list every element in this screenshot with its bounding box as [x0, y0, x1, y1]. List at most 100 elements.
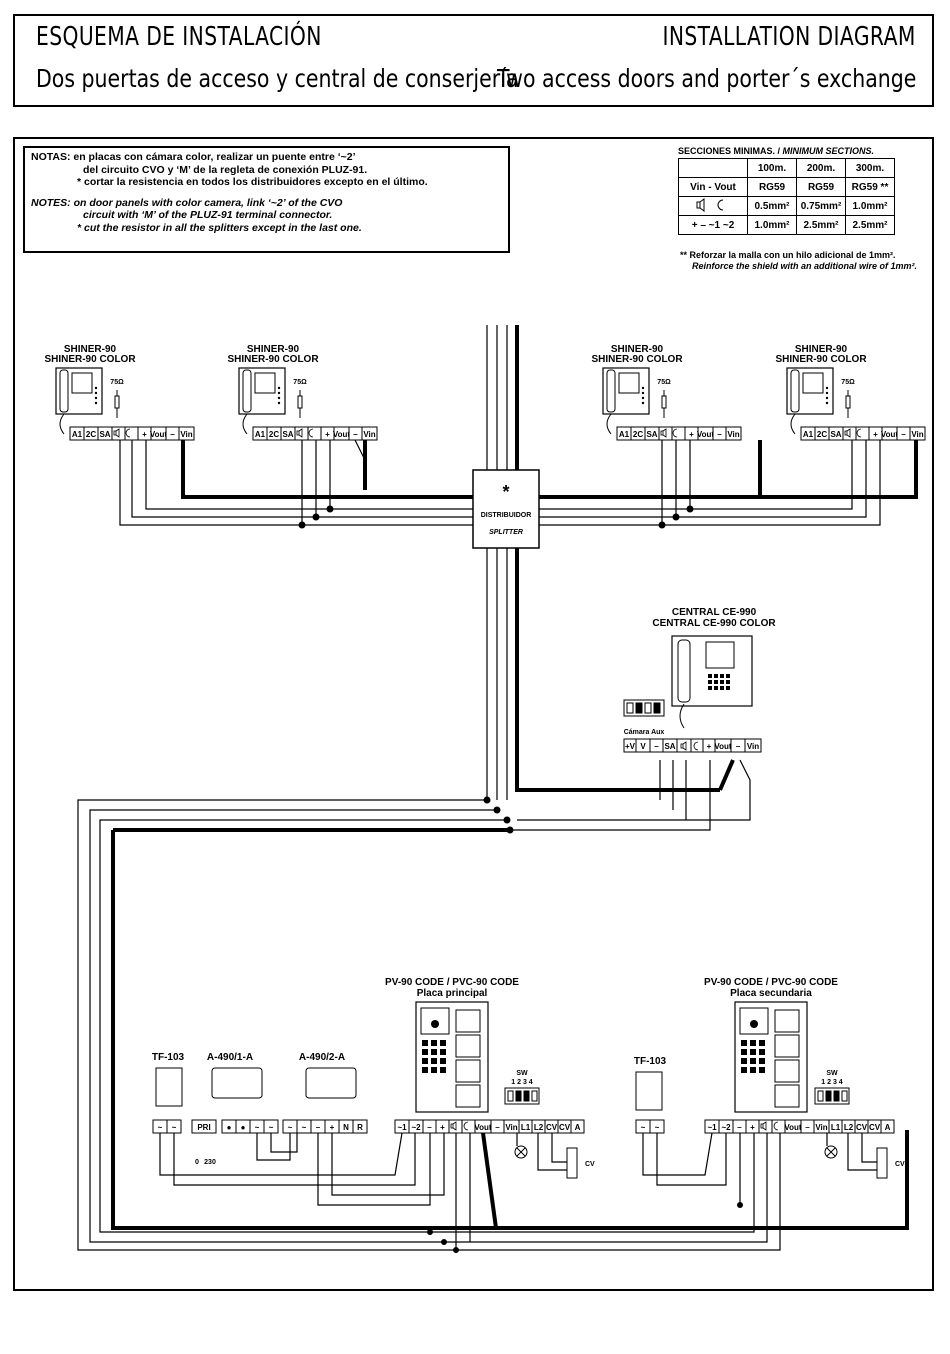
notes-es-3: * cortar la resistencia en todos los dis…: [77, 176, 428, 188]
resistor-symbol: [297, 395, 303, 409]
panel-wire: [89, 809, 768, 1243]
subtitle-es: Dos puertas de acceso y central de conse…: [36, 64, 519, 93]
table-row: + – ~1 ~2 1.0mm² 2.5mm² 2.5mm²: [678, 215, 895, 235]
monitor-button: [277, 386, 281, 390]
terminal-label: –: [427, 1123, 432, 1132]
a490-2-label: A-490/2-A: [299, 1052, 345, 1063]
speaker-cone: [115, 428, 120, 438]
terminal-label: Vin: [727, 430, 739, 439]
header-frame: [13, 14, 934, 107]
monitor-button: [277, 401, 281, 405]
speaker-cone: [662, 428, 667, 438]
tf103-terminals-right: ~~: [635, 1119, 665, 1134]
terminal-label: SA: [99, 430, 110, 439]
terminal-label: –: [170, 430, 175, 439]
terminal-label: Vin: [363, 430, 375, 439]
keypad-key: [720, 680, 724, 684]
monitor-button: [94, 391, 98, 395]
dip-switch: [507, 1090, 514, 1102]
central-name: CENTRAL CE-990: [672, 607, 757, 618]
terminal-label: –: [901, 430, 906, 439]
junction-dot: [441, 1239, 447, 1245]
terminal-label: ~1: [707, 1123, 717, 1132]
keypad-key: [726, 686, 730, 690]
handset-cord: [59, 413, 65, 435]
voltage-230: 230: [204, 1159, 216, 1166]
keypad-key: [708, 674, 712, 678]
power-wire: [317, 1133, 431, 1206]
speaker-icon: [696, 197, 705, 212]
terminal-cell: [361, 426, 378, 441]
keypad-key: [422, 1058, 428, 1064]
terminal-label: CV: [559, 1123, 571, 1132]
resistor-symbol: [114, 395, 120, 409]
panel-drop-thick: [481, 1132, 498, 1229]
keypad-key: [759, 1049, 765, 1055]
terminal-label: A1: [803, 430, 814, 439]
monitor-name: SHINER-90: [64, 344, 117, 355]
terminal-label: 2C: [269, 430, 279, 439]
terminal-label: L1: [521, 1123, 531, 1132]
terminal-label: –: [717, 430, 722, 439]
keypad-key: [720, 686, 724, 690]
bus-thick-right: [760, 440, 918, 499]
dip-switch: [653, 702, 661, 714]
diagram-frame: [13, 137, 934, 1291]
monitor-name-color: SHINER-90 COLOR: [775, 354, 867, 365]
keypad-key: [440, 1049, 446, 1055]
call-button: [455, 1059, 481, 1083]
sw-label: SW: [826, 1070, 838, 1077]
monitor-button: [825, 386, 829, 390]
monitor-button: [641, 391, 645, 395]
terminal-label: –: [353, 430, 358, 439]
speaker-cone: [452, 1121, 457, 1131]
splitter-box: [472, 469, 540, 549]
speaker-cone: [298, 428, 303, 438]
speaker-body: [113, 430, 117, 436]
handset: [790, 369, 800, 413]
resistor-label: 75Ω: [110, 379, 124, 386]
central-wire-thick: [718, 759, 735, 791]
terminal-label: Vout: [697, 430, 715, 439]
terminal-label: Vout: [881, 430, 899, 439]
call-button: [455, 1034, 481, 1058]
keypad-key: [741, 1058, 747, 1064]
terminal-label: CV: [856, 1123, 868, 1132]
junction-dot: [672, 513, 680, 521]
keypad-key: [431, 1040, 437, 1046]
terminal-label: +: [750, 1123, 755, 1132]
terminal-cell: [124, 426, 139, 441]
dip-switch: [841, 1090, 848, 1102]
notes-en-2: circuit with ‘M’ of the PLUZ-91 terminal…: [83, 209, 333, 221]
keypad-key: [708, 686, 712, 690]
notes-es-2: del circuito CVO y ‘M’ de la regleta de …: [83, 163, 368, 176]
dip-switch: [817, 1090, 824, 1102]
tf103-label-right: TF-103: [634, 1056, 667, 1067]
monitor-button: [825, 401, 829, 405]
speaker-body: [296, 430, 300, 436]
lock-wire: [537, 1133, 567, 1171]
monitor-button: [277, 391, 281, 395]
notes-en-1: NOTES: on door panels with color camera,…: [31, 196, 343, 209]
monitor-screen: [802, 372, 824, 394]
terminal-label: +: [873, 430, 878, 439]
resistor-label: 75Ω: [657, 379, 671, 386]
door-lock-icon: [566, 1147, 578, 1179]
terminal-label: 2C: [817, 430, 827, 439]
monitor-name-color: SHINER-90 COLOR: [591, 354, 683, 365]
keypad-key: [422, 1049, 428, 1055]
splitter-label: DISTRIBUIDOR: [481, 512, 532, 519]
keypad-key: [750, 1040, 756, 1046]
terminal-cell: [352, 1119, 368, 1134]
audio-icons: [696, 197, 724, 212]
aux-camera-label: Cámara Aux: [624, 729, 665, 736]
speaker-body: [680, 743, 684, 749]
terminal-label: A1: [255, 430, 266, 439]
terminal-label: SA: [664, 742, 675, 751]
monitor-button: [94, 396, 98, 400]
